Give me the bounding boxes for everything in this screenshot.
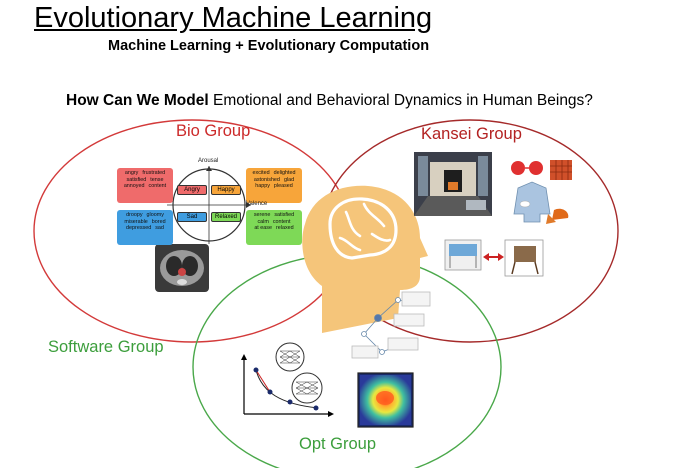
tag-sad: Sad xyxy=(177,212,207,222)
furniture-images xyxy=(444,239,544,277)
room-interior-image xyxy=(414,152,492,216)
question-emphasis: How Can We Model xyxy=(66,92,209,109)
tag-happy: Happy xyxy=(211,185,241,195)
arousal-axis-label: Arousal xyxy=(198,158,219,164)
fashion-items-image xyxy=(511,160,572,224)
tag-relaxed: Relaxed xyxy=(211,212,241,222)
ct-scan-image xyxy=(155,244,209,292)
page-title: Evolutionary Machine Learning xyxy=(34,2,433,34)
pareto-front-plot xyxy=(241,354,334,417)
software-group-label: Software Group xyxy=(48,338,164,356)
double-arrow-icon xyxy=(483,253,504,261)
page-subtitle: Machine Learning + Evolutionary Computat… xyxy=(108,38,430,54)
neural-network-icon xyxy=(291,372,323,404)
neural-network-icon xyxy=(275,342,305,372)
head-brain-icon xyxy=(302,185,428,333)
opt-group-label: Opt Group xyxy=(299,435,377,453)
tag-angry: Angry xyxy=(177,185,207,195)
bio-group-label: Bio Group xyxy=(176,122,251,140)
research-question: How Can We Model Emotional and Behaviora… xyxy=(66,92,593,110)
question-rest: Emotional and Behavioral Dynamics in Hum… xyxy=(208,92,593,109)
kansei-group-label: Kansei Group xyxy=(421,125,522,143)
heatmap-image xyxy=(357,372,414,428)
valence-axis-label: Valence xyxy=(246,201,268,207)
emotion-circumplex-diagram xyxy=(167,166,251,244)
network-graph-icon xyxy=(351,291,431,359)
